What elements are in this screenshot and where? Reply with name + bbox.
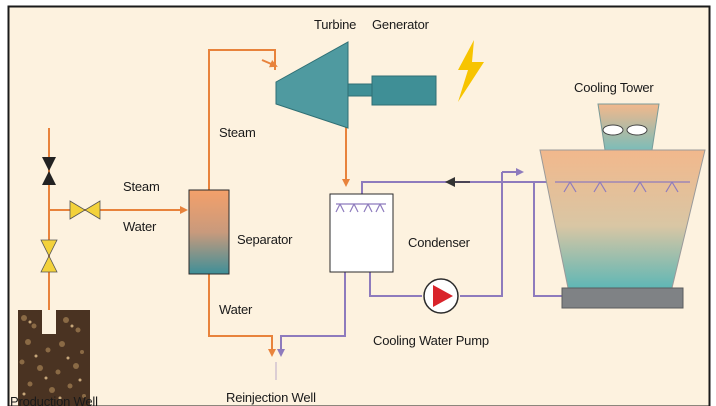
valve-icon xyxy=(40,239,58,273)
reinjection-well-label: Reinjection Well xyxy=(226,390,316,405)
pipe-tower-basin xyxy=(533,182,565,297)
turbine-body xyxy=(275,41,349,129)
fan-icon xyxy=(602,124,648,136)
cooling-tower-basin xyxy=(561,287,684,309)
pipe-pump-to-condenser xyxy=(369,272,422,297)
production-well-column xyxy=(18,128,101,406)
pipe-tower-to-pump xyxy=(460,172,503,297)
production-well-ground xyxy=(18,310,90,406)
water-pipe-separator-to-reinjection xyxy=(208,274,276,357)
water-label-left: Water xyxy=(123,219,157,234)
spray-nozzle-icon xyxy=(335,203,386,213)
condenser-vessel xyxy=(329,193,394,273)
turbine-label: Turbine xyxy=(314,17,356,32)
cooling-tower xyxy=(539,103,706,309)
condenser-label: Condenser xyxy=(408,235,471,250)
steam-label-upper: Steam xyxy=(219,125,256,140)
valve-icon xyxy=(42,157,56,185)
turbine-shaft xyxy=(347,83,373,97)
separator-label: Separator xyxy=(237,232,293,247)
pump-icon xyxy=(423,278,459,314)
water-label-lower: Water xyxy=(219,302,253,317)
valve-icon xyxy=(69,200,101,220)
pipe-condenser-to-tower xyxy=(361,181,555,196)
lightning-icon xyxy=(458,40,484,102)
production-well-label: Production Well xyxy=(10,394,98,406)
generator-body xyxy=(371,75,437,106)
separator-vessel xyxy=(188,189,230,275)
cooling-tower-label: Cooling Tower xyxy=(574,80,654,95)
diagram-frame xyxy=(7,5,711,406)
cooling-water-pump-label: Cooling Water Pump xyxy=(373,333,489,348)
pipe-condenser-to-reinjection xyxy=(277,272,346,357)
cooling-water-pipes xyxy=(277,172,565,357)
steam-arrow-into-turbine xyxy=(261,59,278,68)
generator-label: Generator xyxy=(372,17,430,32)
steam-label-left: Steam xyxy=(123,179,160,194)
spray-nozzle-icon xyxy=(555,181,690,193)
